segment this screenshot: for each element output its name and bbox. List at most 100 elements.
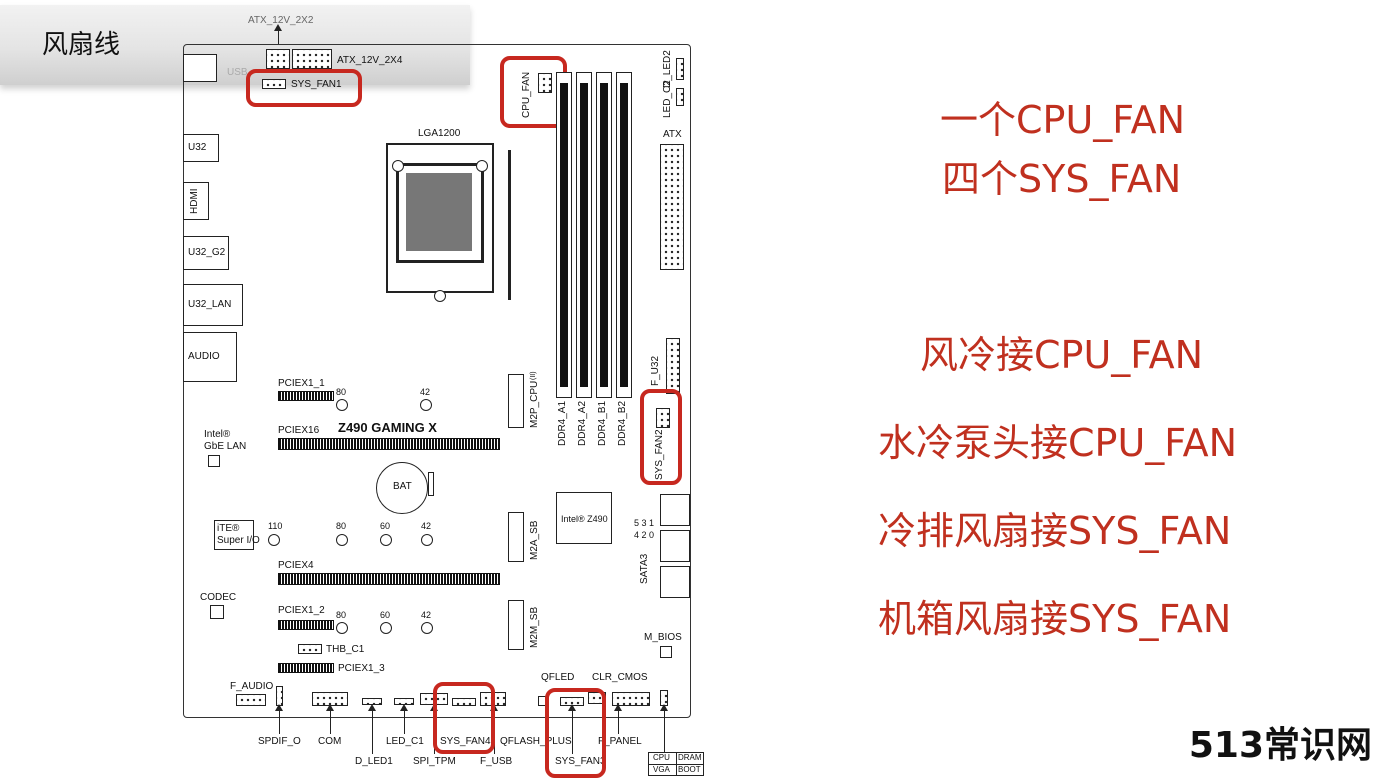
label-f-audio: F_AUDIO: [230, 681, 274, 692]
label-spdif-o: SPDIF_O: [258, 736, 301, 747]
summary-line-1: 一个CPU_FAN: [940, 98, 1186, 142]
label-codec: CODEC: [200, 592, 237, 603]
pciex4-slot: [278, 573, 500, 585]
label-110: 110: [268, 521, 283, 531]
sata-port-2: [660, 530, 690, 562]
label-f-usb: F_USB: [480, 756, 513, 767]
pciex16-slot: [278, 438, 500, 450]
label-f-u32: F_U32: [650, 355, 661, 386]
highlight-sys-fan3: [545, 688, 606, 778]
ddr4-b1-slot: [596, 72, 612, 398]
label-atx: ATX: [663, 129, 682, 140]
label-sata-bot: 4 2 0: [634, 530, 655, 540]
label-42c: 42: [421, 610, 432, 620]
d-led2-header: [676, 58, 684, 80]
label-80c: 80: [336, 610, 347, 620]
page-title: 风扇线: [42, 30, 121, 60]
label-pciex1-1: PCIEX1_1: [278, 378, 325, 389]
atx-12v-2x4-connector: [292, 49, 332, 69]
label-ddr4-a2: DDR4_A2: [577, 400, 588, 446]
label-dram-led: DRAM: [678, 753, 702, 762]
codec-chip: [210, 605, 224, 619]
pciex1-2-slot: [278, 620, 334, 630]
label-80a: 80: [336, 387, 347, 397]
label-ddr4-b1: DDR4_B1: [597, 400, 608, 446]
battery: [376, 462, 428, 514]
rule-aio-pump: 水冷泵头接CPU_FAN: [878, 421, 1238, 465]
label-m2p-sup: (II): [530, 371, 537, 380]
pciex1-3-slot: [278, 663, 334, 673]
highlight-sys-fan4: [433, 682, 495, 754]
label-intel-gbe-1: Intel®: [204, 429, 231, 440]
atx-24pin-connector: [660, 144, 684, 270]
m2-standoff-42c: [421, 622, 433, 634]
arrow-atx-2x2: [274, 24, 282, 44]
label-ddr4-b2: DDR4_B2: [617, 400, 628, 446]
label-atx-12v-2x2: ATX_12V_2X2: [248, 15, 314, 26]
led-c2-header: [676, 88, 684, 106]
highlight-sys-fan2: [640, 389, 682, 485]
label-42a: 42: [420, 387, 431, 397]
label-sys-fan4: SYS_FAN4: [440, 736, 491, 747]
socket-lever: [508, 150, 511, 300]
arrow-d-led1: [368, 704, 376, 754]
label-m2p-cpu: M2P_CPU: [529, 380, 540, 428]
watermark: 513常识网: [1188, 725, 1372, 766]
m2-standoff-60c: [380, 622, 392, 634]
highlight-sys-fan1: [246, 69, 362, 107]
spdif-o-header: [276, 686, 283, 706]
label-60b: 60: [380, 521, 391, 531]
sys-fan1-header: [262, 79, 286, 89]
arrow-led-c1: [400, 704, 408, 734]
rule-case-fan: 机箱风扇接SYS_FAN: [878, 597, 1232, 641]
summary-line-2: 四个SYS_FAN: [942, 157, 1182, 201]
label-f-panel: F_PANEL: [598, 736, 642, 747]
m2-standoff-60b: [380, 534, 392, 546]
label-cpu-led: CPU: [653, 753, 670, 762]
label-qfled: QFLED: [541, 672, 575, 683]
rule-radiator-fan: 冷排风扇接SYS_FAN: [878, 509, 1232, 553]
ddr4-a2-slot: [576, 72, 592, 398]
f-audio-header: [236, 694, 266, 706]
sata-port-1: [660, 494, 690, 526]
thb-c1-header: [298, 644, 322, 654]
rear-io-usb: [183, 54, 217, 82]
label-sata-top: 5 3 1: [634, 518, 655, 528]
pciex1-1-slot: [278, 391, 334, 401]
rear-io-hdmi: [183, 182, 209, 220]
motherboard-diagram: ATX_12V_2X2 ATX_12V_2X4 USB SYS_FAN1 CPU…: [183, 15, 704, 778]
status-led-legend: [648, 752, 704, 776]
label-atx-12v-2x4: ATX_12V_2X4: [337, 55, 403, 66]
ite-super-io: iTE® Super I/O: [214, 520, 260, 550]
m2-standoff-80a: [336, 399, 348, 411]
label-bat: BAT: [393, 481, 412, 492]
atx-12v-2x2-connector: [266, 49, 290, 69]
label-pciex4: PCIEX4: [278, 560, 314, 571]
battery-clip: [428, 472, 434, 496]
sys-fan2-header: [656, 408, 670, 428]
label-com: COM: [318, 736, 342, 747]
m2-standoff-42b: [421, 534, 433, 546]
label-m2m-sb: M2M_SB: [529, 606, 540, 648]
socket-screw-b: [434, 290, 446, 302]
socket-screw-tl: [392, 160, 404, 172]
label-hdmi: HDMI: [189, 188, 200, 214]
arrow-com: [326, 704, 334, 734]
label-intel-gbe-2: GbE LAN: [204, 441, 247, 452]
intel-z490-chipset: Intel® Z490: [556, 492, 612, 544]
arrow-spdif: [275, 704, 283, 734]
label-m-bios: M_BIOS: [644, 632, 682, 643]
sys-fan4-header: [452, 698, 476, 706]
ddr4-b2-slot: [616, 72, 632, 398]
header-bar: [0, 5, 470, 85]
label-led-c2: LED_C2: [662, 80, 673, 118]
label-spi-tpm: SPI_TPM: [413, 756, 456, 767]
m2-standoff-42a: [420, 399, 432, 411]
label-60c: 60: [380, 610, 391, 620]
m2a-sb-slot: [508, 512, 524, 562]
arrow-status-led: [660, 704, 668, 752]
label-clr-cmos: CLR_CMOS: [592, 672, 648, 683]
rear-io-audio: AUDIO: [183, 332, 237, 382]
label-pciex1-2: PCIEX1_2: [278, 605, 325, 616]
m2-standoff-80b: [336, 534, 348, 546]
